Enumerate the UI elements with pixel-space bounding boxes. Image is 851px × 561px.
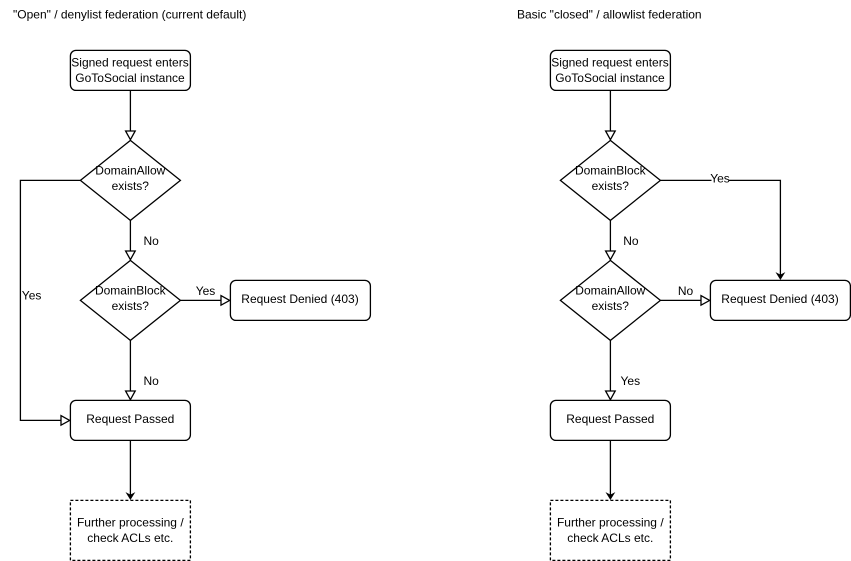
svg-text:GoToSocial instance: GoToSocial instance xyxy=(75,71,185,85)
svg-text:GoToSocial instance: GoToSocial instance xyxy=(555,71,665,85)
svg-text:Request Denied (403): Request Denied (403) xyxy=(721,292,838,306)
svg-text:Further processing /: Further processing / xyxy=(557,515,664,529)
svg-text:DomainBlock: DomainBlock xyxy=(95,284,167,298)
svg-text:"Open" / denylist federation (: "Open" / denylist federation (current de… xyxy=(13,8,246,22)
svg-text:Yes: Yes xyxy=(196,284,216,298)
svg-text:check ACLs etc.: check ACLs etc. xyxy=(87,531,173,545)
svg-text:Yes: Yes xyxy=(22,288,42,302)
svg-text:Yes: Yes xyxy=(710,172,730,186)
svg-text:Request Denied (403): Request Denied (403) xyxy=(241,292,358,306)
svg-text:DomainBlock: DomainBlock xyxy=(575,164,647,178)
svg-text:No: No xyxy=(678,284,694,298)
svg-text:exists?: exists? xyxy=(592,299,630,313)
svg-text:DomainAllow: DomainAllow xyxy=(575,284,645,298)
svg-text:Request Passed: Request Passed xyxy=(566,412,654,426)
svg-text:Further processing /: Further processing / xyxy=(77,515,184,529)
svg-text:No: No xyxy=(144,234,160,248)
svg-text:Signed request enters: Signed request enters xyxy=(551,56,668,70)
svg-text:exists?: exists? xyxy=(592,179,630,193)
svg-text:exists?: exists? xyxy=(112,179,150,193)
svg-text:No: No xyxy=(144,374,160,388)
svg-text:No: No xyxy=(623,234,639,248)
svg-text:DomainAllow: DomainAllow xyxy=(95,164,165,178)
svg-text:check ACLs etc.: check ACLs etc. xyxy=(567,531,653,545)
svg-text:exists?: exists? xyxy=(112,299,150,313)
svg-text:Yes: Yes xyxy=(621,374,641,388)
svg-text:Request Passed: Request Passed xyxy=(86,412,174,426)
svg-text:Signed request enters: Signed request enters xyxy=(71,56,188,70)
svg-text:Basic "closed" / allowlist fed: Basic "closed" / allowlist federation xyxy=(517,8,702,22)
